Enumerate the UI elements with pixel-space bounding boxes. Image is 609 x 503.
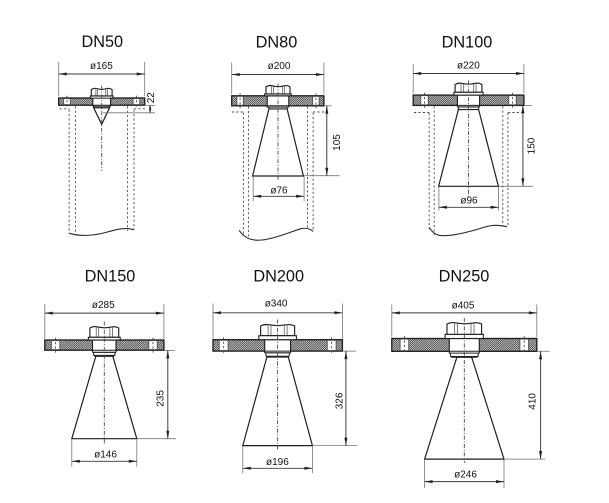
svg-text:ø340: ø340 xyxy=(265,299,288,310)
svg-text:DN80: DN80 xyxy=(256,33,298,51)
svg-text:DN250: DN250 xyxy=(439,267,490,285)
svg-text:DN150: DN150 xyxy=(85,267,136,285)
svg-text:410: 410 xyxy=(528,393,539,410)
svg-text:ø196: ø196 xyxy=(266,457,289,468)
svg-text:ø96: ø96 xyxy=(460,196,478,207)
svg-text:ø405: ø405 xyxy=(452,300,475,311)
svg-text:ø246: ø246 xyxy=(454,470,477,481)
svg-text:22: 22 xyxy=(146,92,157,104)
svg-text:326: 326 xyxy=(334,392,345,409)
svg-text:DN50: DN50 xyxy=(81,33,123,51)
svg-text:DN200: DN200 xyxy=(253,267,304,285)
svg-text:150: 150 xyxy=(527,137,538,154)
svg-text:DN100: DN100 xyxy=(442,33,493,51)
svg-text:235: 235 xyxy=(156,390,167,407)
svg-text:ø76: ø76 xyxy=(270,185,288,196)
svg-text:105: 105 xyxy=(332,134,343,151)
svg-text:ø165: ø165 xyxy=(90,61,113,72)
svg-text:ø220: ø220 xyxy=(457,61,480,72)
svg-text:ø285: ø285 xyxy=(92,300,115,311)
svg-text:ø146: ø146 xyxy=(94,449,117,460)
svg-text:ø200: ø200 xyxy=(268,61,291,72)
